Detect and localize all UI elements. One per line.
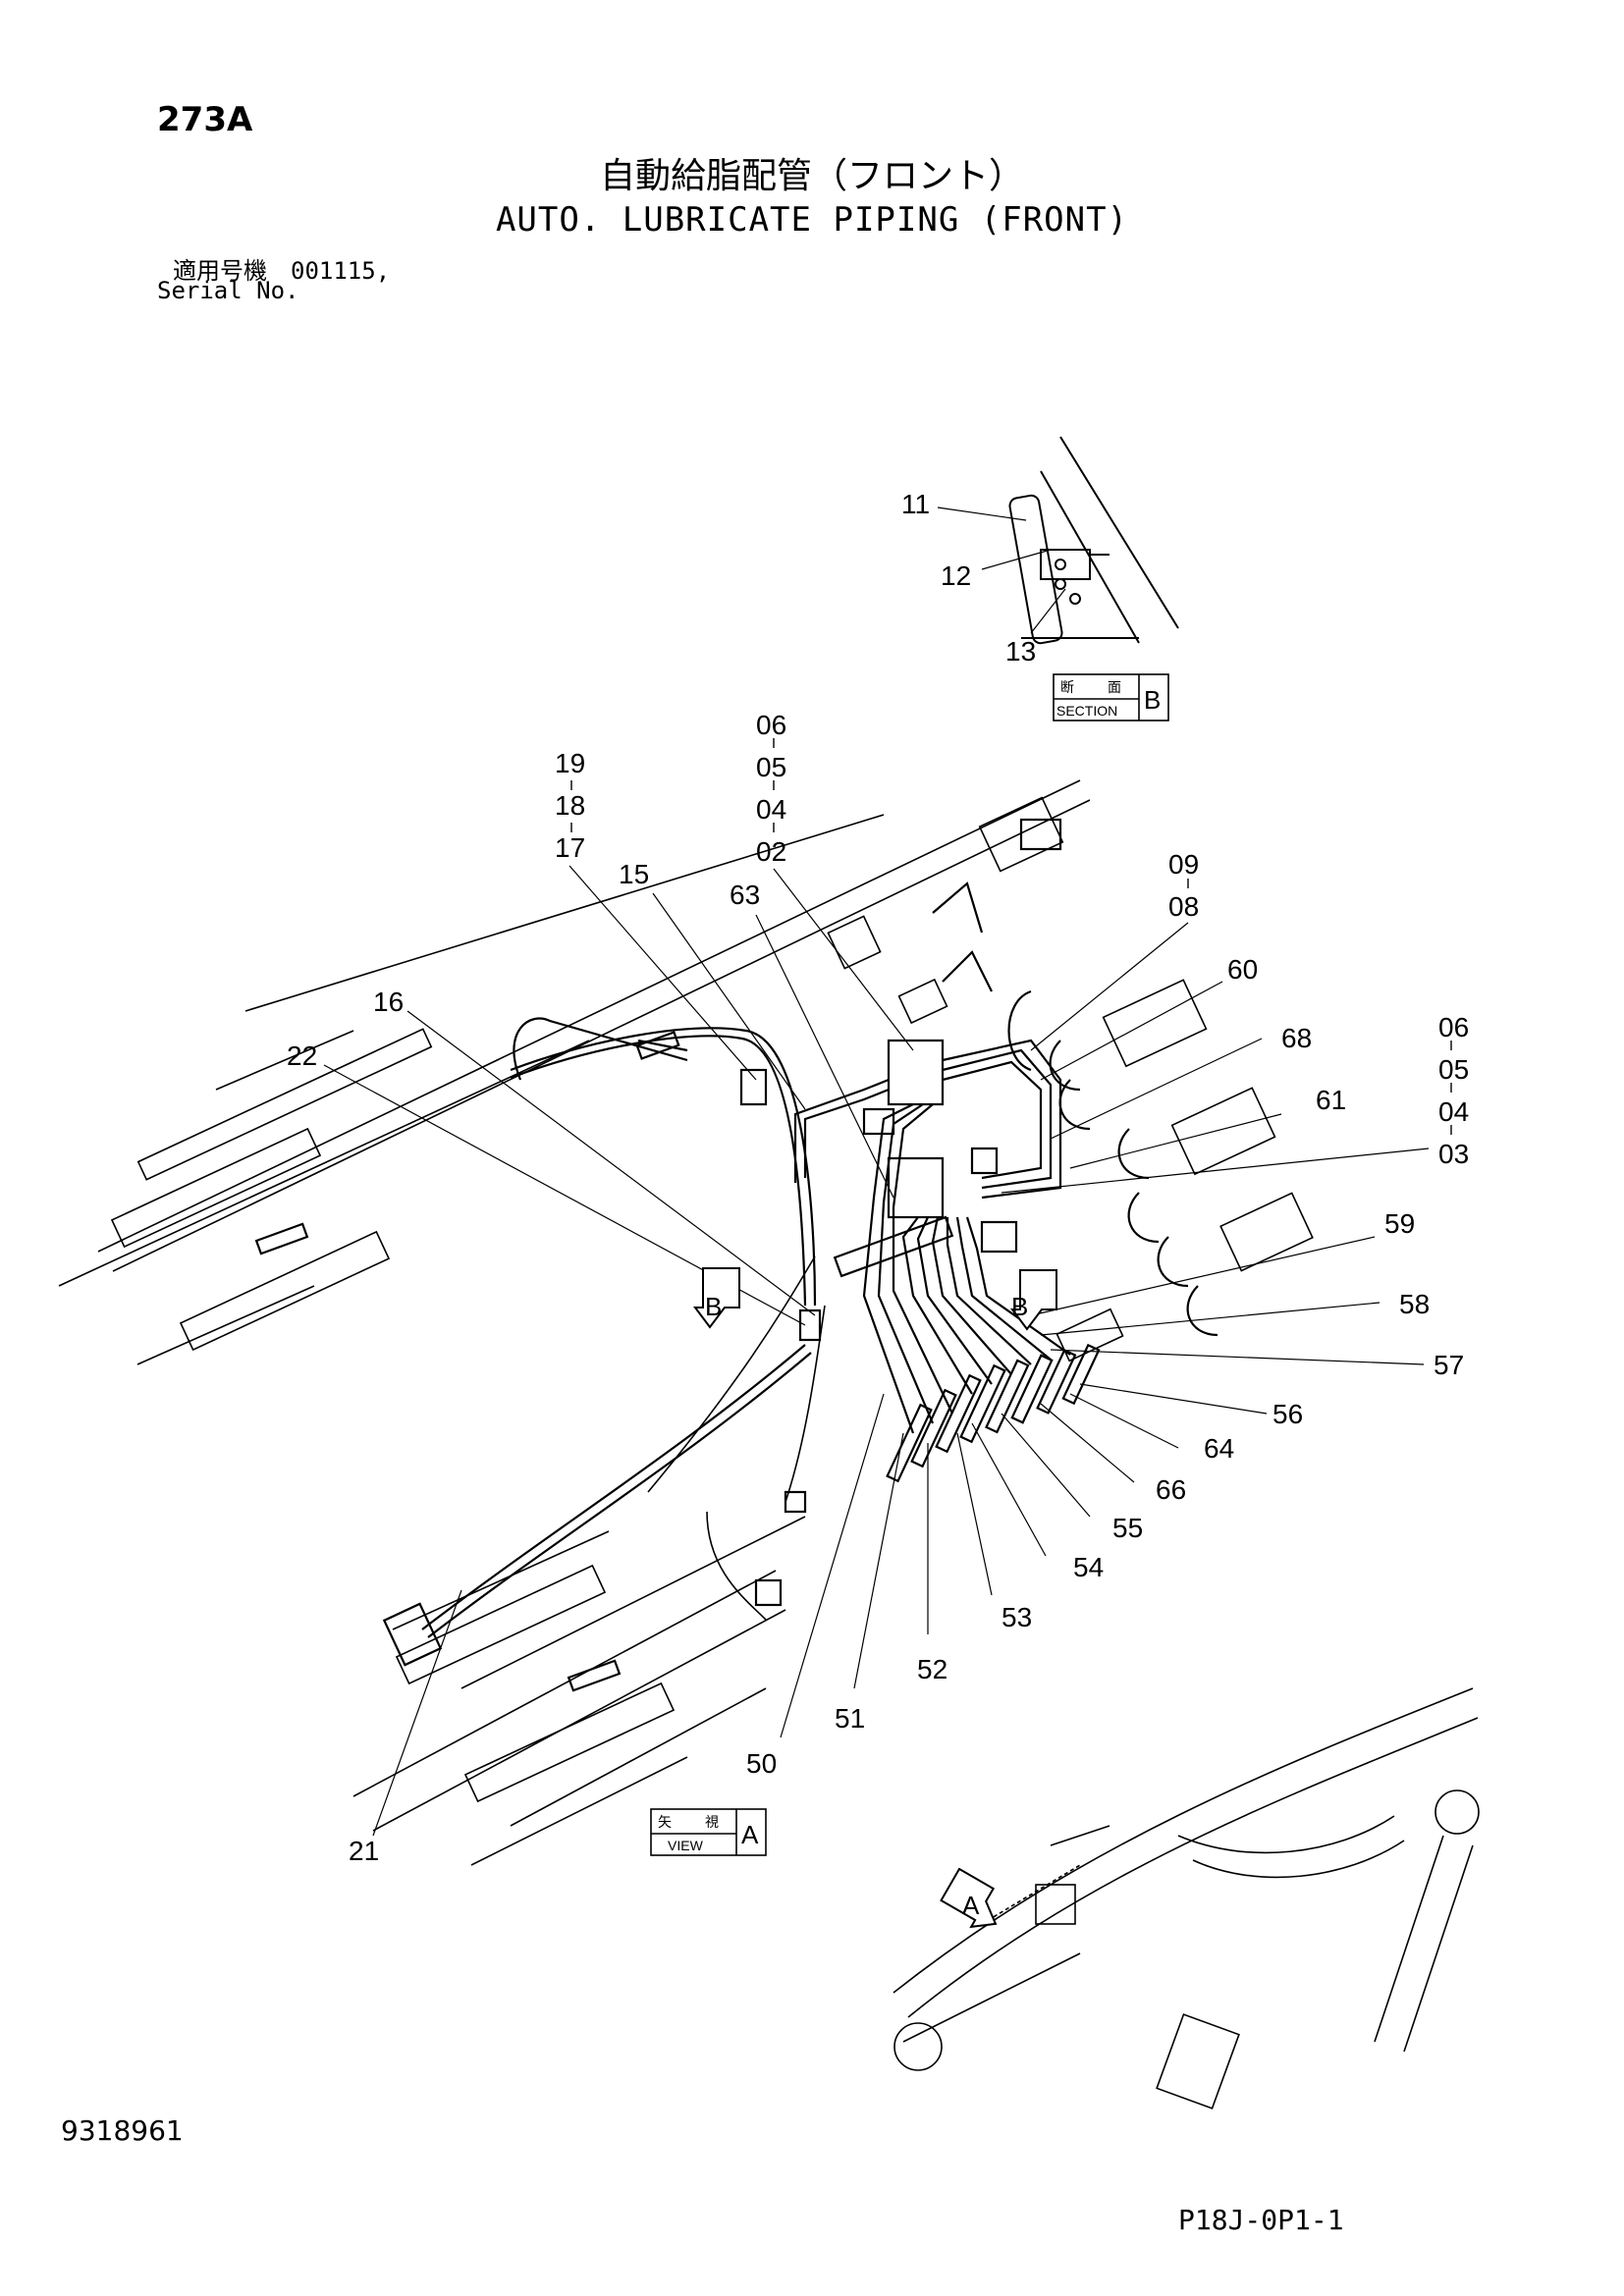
- callout-63: 63: [730, 880, 760, 910]
- view-jp-left: 矢: [658, 1814, 672, 1830]
- section-b-box-text: 断 面 SECTION B: [1056, 679, 1161, 719]
- callout-04-top: 04: [756, 794, 786, 825]
- overview-boom: [893, 1687, 1480, 2109]
- callout-51: 51: [835, 1703, 865, 1734]
- callout-04-right: 04: [1438, 1096, 1469, 1127]
- view-letter: A: [741, 1820, 759, 1849]
- view-a-box-text: 矢 視 VIEW A: [658, 1814, 759, 1853]
- view-arrow-a-overview: [940, 1867, 998, 1929]
- view-marker-b-left: B: [705, 1292, 722, 1321]
- callout-08: 08: [1168, 891, 1199, 922]
- section-b-detail: [1008, 436, 1179, 645]
- callout-18: 18: [555, 790, 585, 821]
- callout-57: 57: [1434, 1350, 1464, 1380]
- callout-55: 55: [1112, 1513, 1143, 1543]
- callout-54: 54: [1073, 1552, 1104, 1582]
- callout-61: 61: [1316, 1085, 1346, 1115]
- section-jp-right: 面: [1108, 679, 1121, 695]
- callout-16: 16: [373, 987, 404, 1017]
- callout-66: 66: [1156, 1474, 1186, 1505]
- section-b-box: [1053, 673, 1169, 721]
- section-letter: B: [1144, 685, 1161, 715]
- callout-05-top: 05: [756, 752, 786, 782]
- view-en-label: VIEW: [668, 1838, 704, 1853]
- leader-lines: [323, 507, 1430, 1837]
- callout-06-right: 06: [1438, 1012, 1469, 1042]
- view-arrow-b-right: [1010, 1269, 1057, 1331]
- section-jp-left: 断: [1060, 679, 1074, 695]
- callout-03: 03: [1438, 1139, 1469, 1169]
- callout-21: 21: [349, 1836, 379, 1866]
- callout-53: 53: [1001, 1602, 1032, 1632]
- page-number: 273A: [157, 100, 253, 139]
- callout-ticks: [570, 738, 1452, 1135]
- callout-56: 56: [1272, 1399, 1303, 1429]
- callout-60: 60: [1227, 954, 1258, 985]
- callout-05-right: 05: [1438, 1054, 1469, 1085]
- callout-02: 02: [756, 836, 786, 867]
- callout-13: 13: [1005, 636, 1036, 667]
- view-marker-a-overview: A: [962, 1891, 980, 1920]
- serial-label-english: Serial No.: [157, 277, 299, 304]
- callout-15: 15: [619, 859, 649, 889]
- title-english: AUTO. LUBRICATE PIPING (FRONT): [495, 200, 1129, 240]
- callout-12: 12: [941, 561, 971, 591]
- callout-59: 59: [1384, 1208, 1415, 1239]
- callout-52: 52: [917, 1654, 947, 1684]
- view-arrow-b-left: [693, 1267, 740, 1329]
- lubrication-piping: [254, 818, 1218, 1692]
- callout-58: 58: [1399, 1289, 1430, 1319]
- callout-19: 19: [555, 748, 585, 778]
- sheet-code: P18J-0P1-1: [1178, 2204, 1344, 2236]
- title-japanese: 自動給脂配管（フロント）: [599, 156, 1024, 196]
- view-marker-b-right: B: [1011, 1292, 1028, 1321]
- callout-64: 64: [1204, 1433, 1234, 1464]
- callout-labels: 11 12 13 06 05 04 02 19 18 17 15 63 16 2…: [287, 489, 1469, 1866]
- document-code: 9318961: [61, 2114, 184, 2147]
- callout-11: 11: [901, 489, 930, 519]
- arm-outline: [58, 779, 1314, 1866]
- serial-label-japanese: 適用号機 001115,: [173, 257, 391, 285]
- callout-09: 09: [1168, 849, 1199, 880]
- callout-06-top: 06: [756, 710, 786, 740]
- callout-17: 17: [555, 832, 585, 863]
- view-a-box: [650, 1808, 767, 1856]
- view-jp-right: 視: [705, 1814, 719, 1830]
- section-en-label: SECTION: [1056, 703, 1117, 719]
- callout-22: 22: [287, 1041, 317, 1071]
- callout-68: 68: [1281, 1023, 1312, 1053]
- callout-50: 50: [746, 1748, 777, 1779]
